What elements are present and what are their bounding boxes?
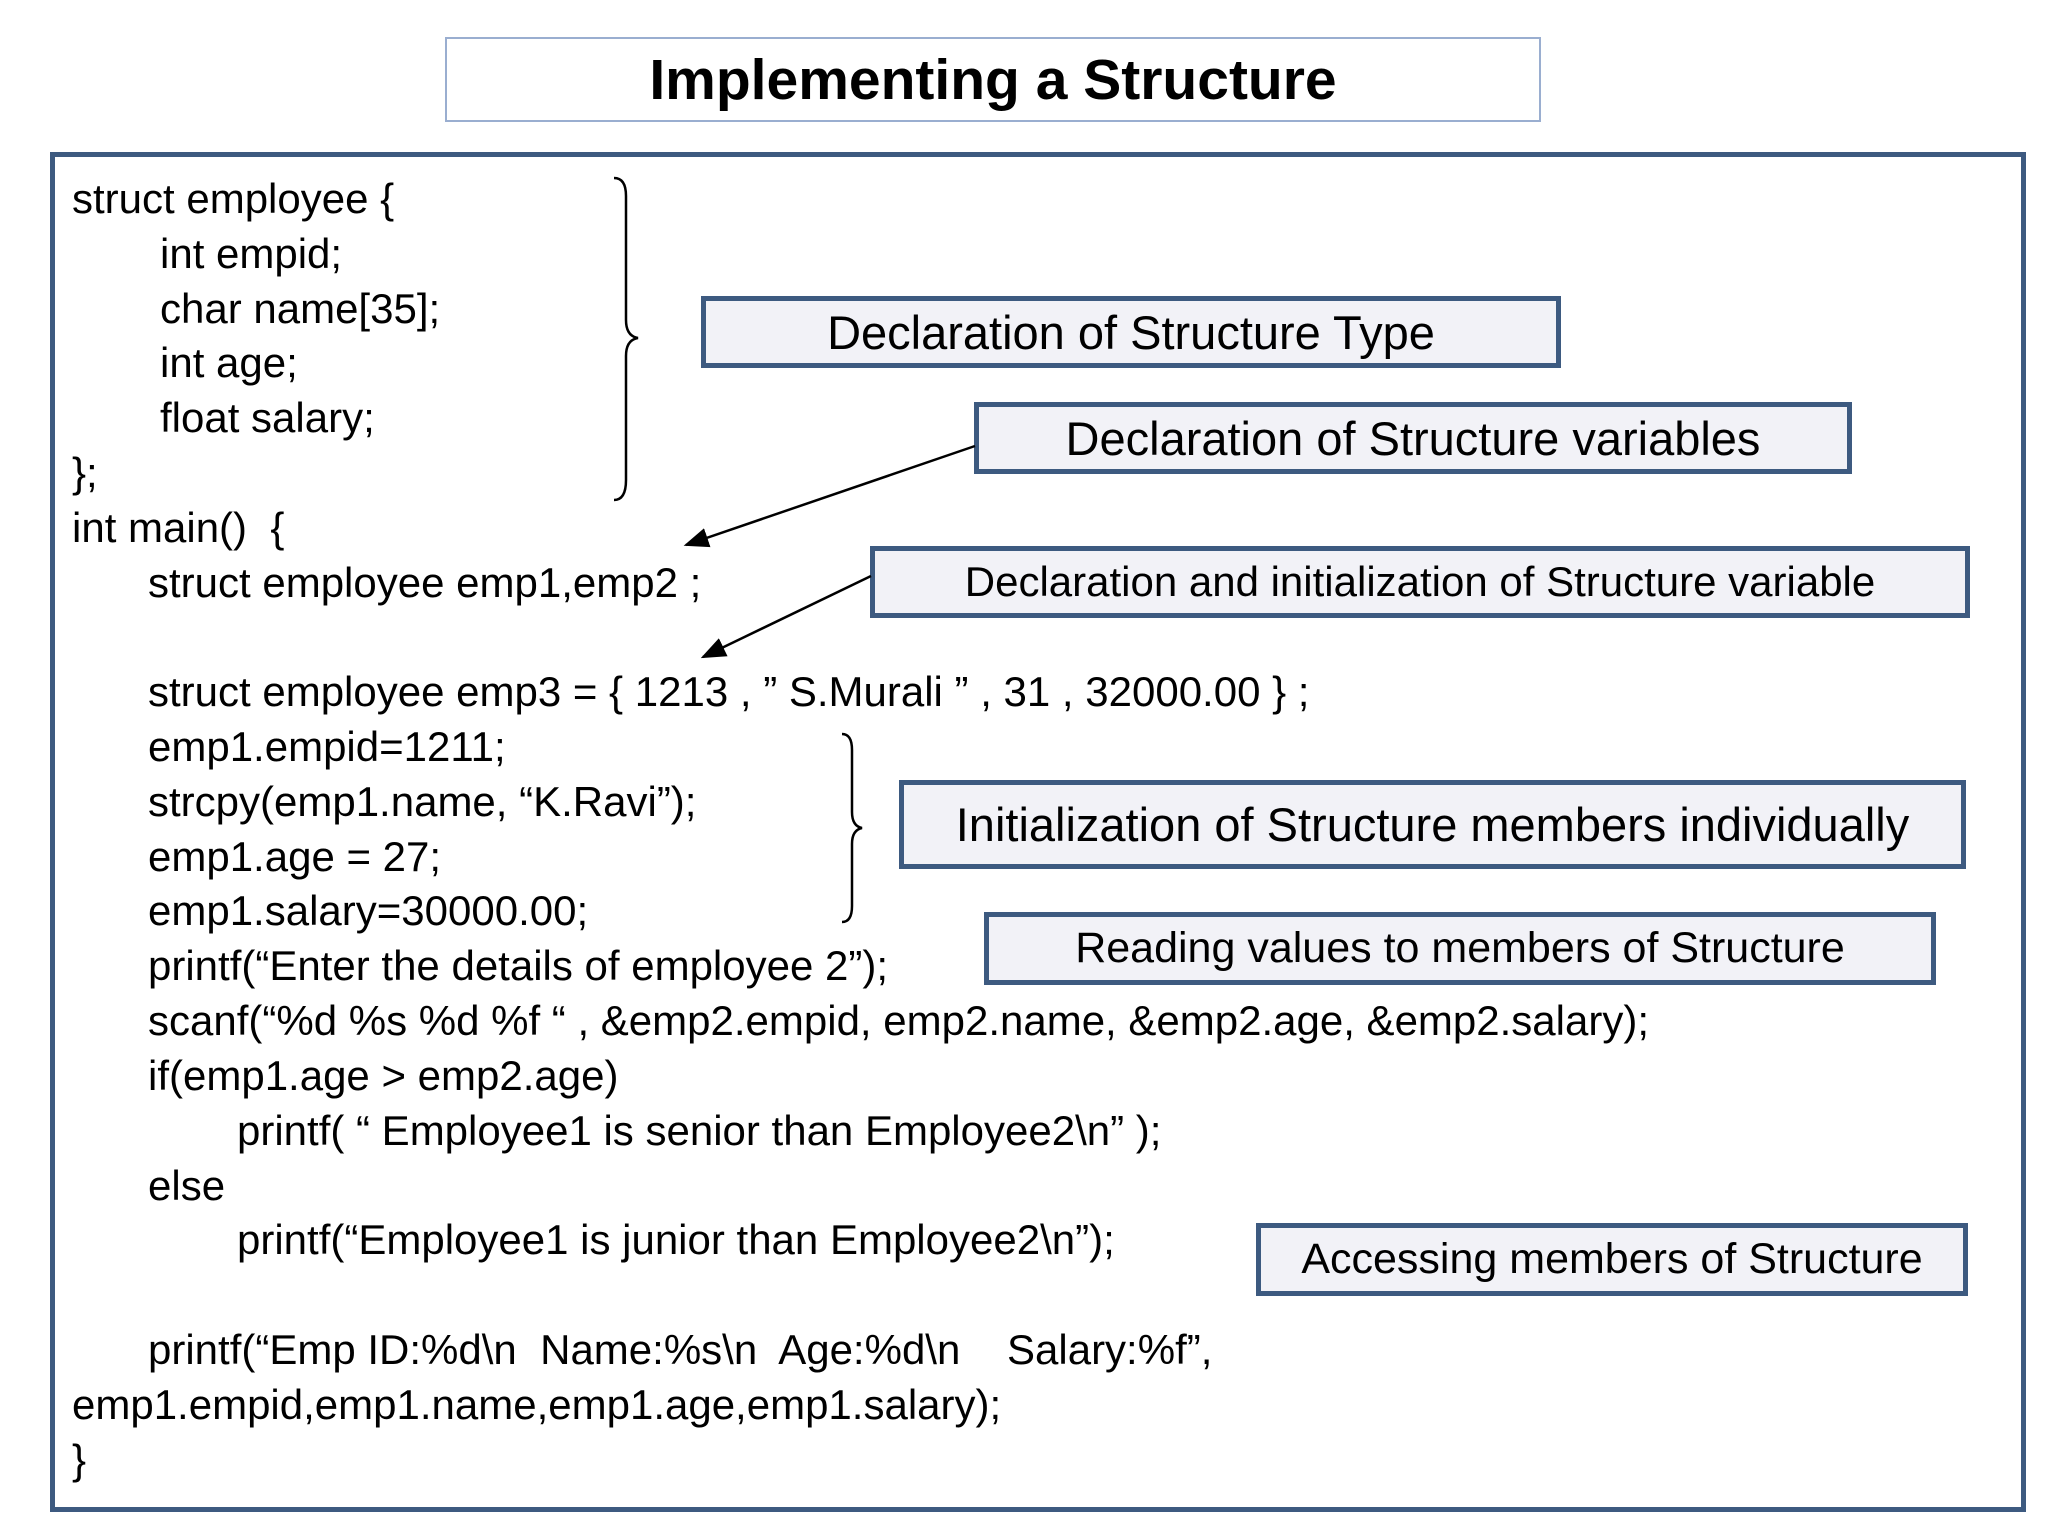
code-line-10: emp1.empid=1211; xyxy=(148,723,506,770)
code-line-11: strcpy(emp1.name, “K.Ravi”); xyxy=(148,778,697,825)
label-text: Declaration and initialization of Struct… xyxy=(964,558,1876,605)
code-line-18: else xyxy=(148,1162,226,1209)
code-line-1: struct employee { xyxy=(72,175,395,222)
code-line-14: printf(“Enter the details of employee 2”… xyxy=(148,942,889,989)
code-line-3: char name[35]; xyxy=(160,285,441,332)
label-text: Initialization of Structure members indi… xyxy=(955,798,1910,851)
code-line-22: } xyxy=(72,1436,87,1483)
label-declaration-of-structure-type: Declaration of Structure Type xyxy=(701,296,1561,368)
code-line-20: printf(“Emp ID:%d\n Name:%s\n Age:%d\n S… xyxy=(148,1326,1213,1373)
label-initialization-individually: Initialization of Structure members indi… xyxy=(899,780,1966,869)
code-line-16: if(emp1.age > emp2.age) xyxy=(148,1052,619,1099)
page-title: Implementing a Structure xyxy=(649,47,1337,112)
code-line-15: scanf(“%d %s %d %f “ , &emp2.empid, emp2… xyxy=(148,997,1649,1044)
code-line-13: emp1.salary=30000.00; xyxy=(148,887,589,934)
code-line-5: float salary; xyxy=(160,394,375,441)
label-text: Accessing members of Structure xyxy=(1301,1235,1923,1283)
code-line-6: }; xyxy=(72,449,98,496)
code-line-21: emp1.empid,emp1.name,emp1.age,emp1.salar… xyxy=(72,1381,1002,1428)
code-line-17: printf( “ Employee1 is senior than Emplo… xyxy=(237,1107,1162,1154)
title-box: Implementing a Structure xyxy=(445,37,1541,122)
label-reading-values: Reading values to members of Structure xyxy=(984,912,1936,985)
label-text: Reading values to members of Structure xyxy=(1075,924,1845,972)
code-line-2: int empid; xyxy=(160,230,343,277)
code-line-9: struct employee emp3 = { 1213 , ” S.Mura… xyxy=(148,668,1310,715)
code-line-8: struct employee emp1,emp2 ; xyxy=(148,559,702,606)
label-text: Declaration of Structure Type xyxy=(827,305,1435,359)
label-accessing-members: Accessing members of Structure xyxy=(1256,1223,1968,1296)
code-line-19: printf(“Employee1 is junior than Employe… xyxy=(237,1216,1115,1263)
label-declaration-of-structure-variables: Declaration of Structure variables xyxy=(974,402,1852,474)
code-line-4: int age; xyxy=(160,339,298,386)
code-line-12: emp1.age = 27; xyxy=(148,833,442,880)
label-declaration-and-initialization: Declaration and initialization of Struct… xyxy=(870,546,1970,618)
label-text: Declaration of Structure variables xyxy=(1065,411,1761,465)
code-line-7: int main() { xyxy=(72,504,285,551)
